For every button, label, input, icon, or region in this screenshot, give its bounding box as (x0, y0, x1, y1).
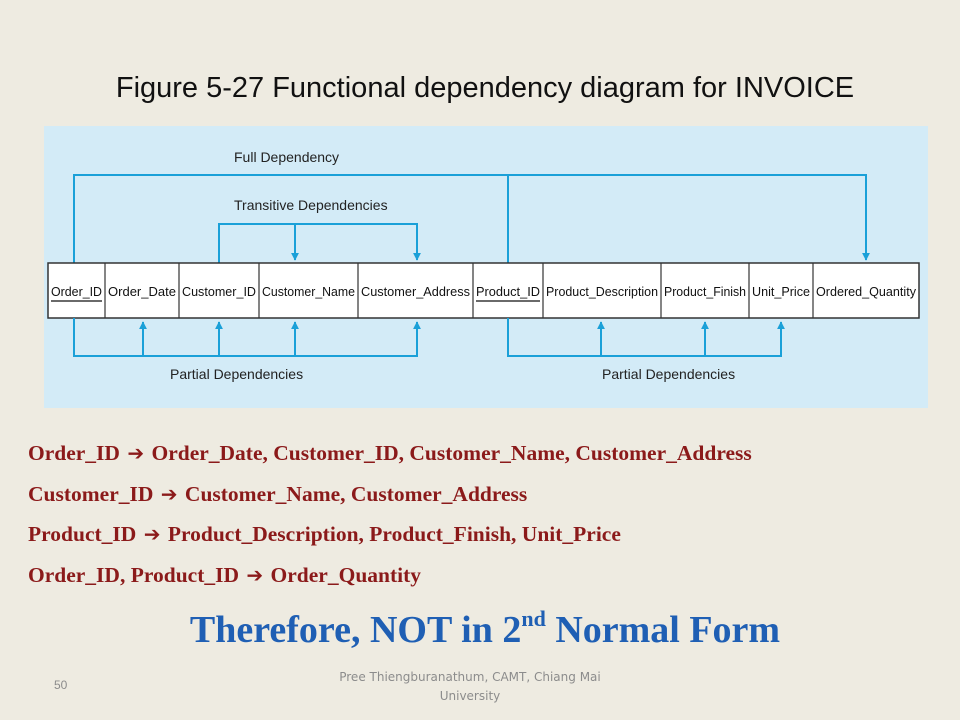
full-dependency (73, 174, 870, 263)
dependency-rhs: Customer_Name, Customer_Address (184, 481, 528, 506)
attribute-customer-name: Customer_Name (262, 284, 355, 299)
dependency-lhs: Order_ID (28, 441, 120, 465)
dependency-rhs: Order_Quantity (270, 562, 422, 587)
attribute-order-date: Order_Date (108, 284, 176, 299)
partial-dependencies-left-label: Partial Dependencies (170, 366, 303, 382)
attribute-customer-id: Customer_ID (182, 284, 256, 299)
arrow-icon: ➔ (127, 441, 145, 465)
conclusion-suffix: Normal Form (545, 609, 781, 651)
transitive-dependencies-label: Transitive Dependencies (234, 197, 388, 213)
dependency-list: Order_ID ➔ Order_Date, Customer_ID, Cust… (28, 436, 752, 598)
dependency-lhs: Order_ID, Product_ID (28, 562, 240, 587)
footer-credit: Pree Thiengburanathum, CAMT, Chiang Mai … (305, 668, 635, 706)
attribute-customer-address: Customer_Address (361, 284, 470, 299)
dependency-rhs: Product_Description, Product_Finish, Uni… (167, 522, 621, 546)
partial-dependencies-right (507, 318, 785, 357)
arrow-icon: ➔ (246, 562, 264, 587)
dependency-lhs: Product_ID (28, 522, 137, 546)
transitive-dependencies (218, 223, 421, 263)
conclusion-superscript: nd (521, 606, 546, 631)
attribute-product-id: Product_ID (476, 284, 540, 299)
attribute-dividers (104, 263, 814, 318)
conclusion-prefix: Therefore, NOT in 2 (189, 609, 522, 651)
conclusion-heading: Therefore, NOT in 2nd Normal Form (0, 606, 960, 652)
dependency-diagram: Full Dependency Transitive Dependencies … (44, 126, 928, 408)
attribute-ordered-quantity: Ordered_Quantity (816, 284, 916, 299)
attribute-product-finish: Product_Finish (664, 284, 746, 299)
partial-dependencies-right-label: Partial Dependencies (602, 366, 735, 382)
attribute-row (47, 262, 920, 319)
attribute-labels: Order_ID Order_Date Customer_ID Customer_Na… (51, 284, 916, 302)
dependency-lhs: Customer_ID (28, 481, 154, 506)
dependency-line: Order_ID ➔ Order_Date, Customer_ID, Cust… (28, 436, 752, 477)
dependency-line: Customer_ID ➔ Customer_Name, Customer_Ad… (28, 477, 752, 518)
dependency-line: Product_ID ➔ Product_Description, Produc… (28, 517, 752, 558)
footer-line: University (439, 689, 501, 703)
arrow-icon: ➔ (143, 522, 161, 546)
page-title: Figure 5-27 Functional dependency diagra… (115, 72, 855, 104)
attribute-unit-price: Unit_Price (752, 284, 810, 299)
partial-dependencies-left (73, 318, 421, 357)
dependency-line: Order_ID, Product_ID ➔ Order_Quantity (28, 558, 752, 599)
attribute-product-description: Product_Description (546, 284, 658, 299)
arrow-icon: ➔ (160, 481, 178, 506)
footer-line: Pree Thiengburanathum, CAMT, Chiang Mai (339, 670, 601, 684)
slide-number: 50 (54, 678, 68, 692)
dependency-rhs: Order_Date, Customer_ID, Customer_Name, … (151, 441, 752, 465)
attribute-order-id: Order_ID (51, 284, 102, 299)
full-dependency-label: Full Dependency (234, 149, 339, 165)
